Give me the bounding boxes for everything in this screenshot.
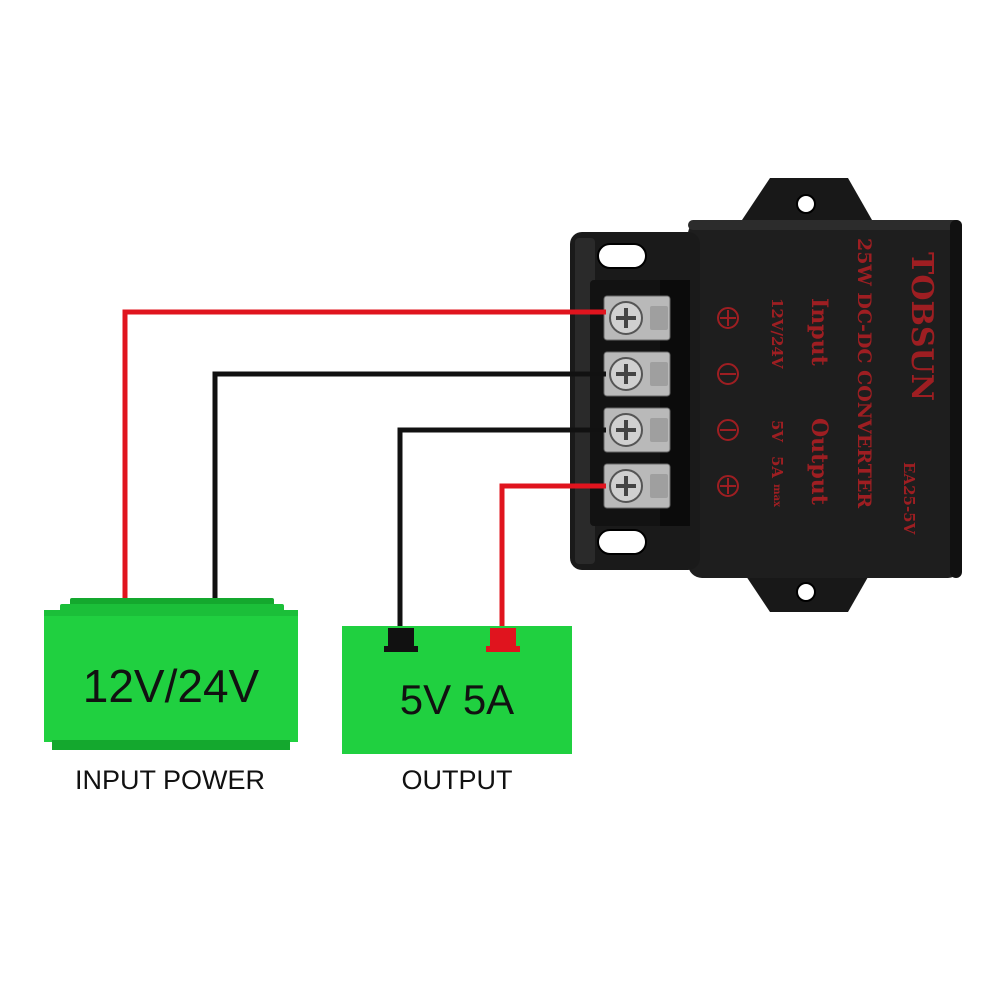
wire-input-negative <box>212 371 606 600</box>
plus-symbol-icon <box>717 307 739 329</box>
terminal-1 <box>603 295 671 341</box>
terminal-mount-slot-top <box>597 243 647 269</box>
minus-symbol-icon <box>717 419 739 441</box>
wire-output-negative <box>397 427 606 632</box>
wire-input-positive <box>122 309 606 600</box>
converter-description: 25W DC-DC CONVERTER <box>853 238 875 508</box>
terminal-3 <box>603 407 671 453</box>
plus-symbol-icon <box>717 475 739 497</box>
input-power-caption: INPUT POWER <box>75 765 265 795</box>
mounting-hole-icon <box>796 582 816 602</box>
input-power-source: 12V/24V <box>44 598 298 750</box>
wire-output-positive <box>499 483 606 632</box>
converter-output-voltage: 5V <box>768 420 786 442</box>
converter-input-voltage: 12V/24V <box>768 298 786 369</box>
minus-symbol-icon <box>717 363 739 385</box>
converter-model: EA25-5V <box>900 462 918 535</box>
dc-dc-converter: TOBSUN EA25-5V 25W DC-DC CONVERTER Input… <box>570 178 962 612</box>
converter-output-current: 5A <box>768 456 786 478</box>
output-positive-terminal <box>490 628 516 650</box>
mounting-hole-icon <box>796 194 816 214</box>
converter-brand: TOBSUN <box>904 252 939 401</box>
output-negative-terminal <box>388 628 414 650</box>
output-load: 5V 5A <box>342 626 572 754</box>
output-value-label: 5V 5A <box>400 676 514 723</box>
terminal-4 <box>603 463 671 509</box>
output-caption: OUTPUT <box>402 765 513 795</box>
converter-housing <box>688 220 962 578</box>
converter-input-heading: Input <box>806 298 832 367</box>
converter-output-current-suffix: max <box>771 484 782 508</box>
terminal-mount-slot-bottom <box>597 529 647 555</box>
output-box <box>342 626 572 754</box>
converter-output-heading: Output <box>806 418 832 506</box>
wires <box>122 309 606 632</box>
input-power-box <box>44 610 298 742</box>
input-voltage-label: 12V/24V <box>83 660 260 712</box>
terminal-2 <box>603 351 671 397</box>
